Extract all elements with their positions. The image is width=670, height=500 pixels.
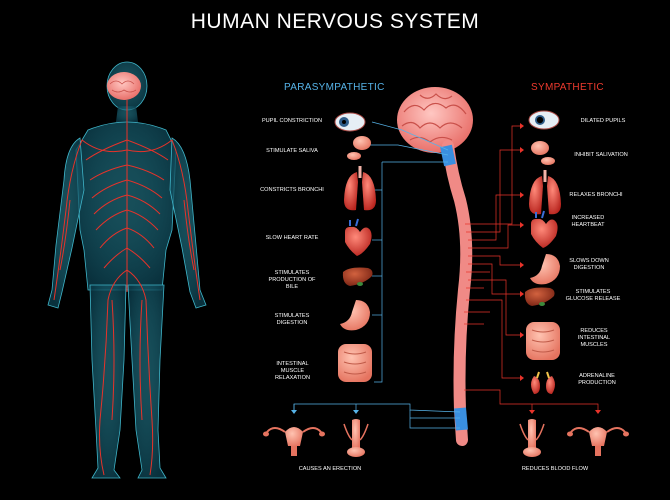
symp-eye-icon (528, 110, 560, 130)
para-liver-icon (342, 267, 373, 286)
para-label-erection: CAUSES AN ERECTION (298, 466, 362, 472)
sympathetic-connectors (464, 125, 599, 412)
symp-label-adrenaline: ADRENALINE PRODUCTION (578, 373, 616, 386)
symp-label-bloodflow: REDUCES BLOOD FLOW (521, 466, 589, 472)
symp-kidneys-icon (531, 371, 555, 394)
symp-label-intestinal: REDUCES INTESTINAL MUSCLES (577, 328, 611, 348)
symp-female-reproductive-icon (567, 427, 629, 456)
para-label-digestion: STIMULATES DIGESTION (274, 313, 310, 326)
parasympathetic-connectors (293, 121, 461, 429)
para-male-reproductive-icon (343, 419, 369, 457)
para-eye-icon (334, 112, 366, 132)
symp-label-salivation: INHIBIT SALIVATION (574, 152, 628, 158)
para-label-pupil: PUPIL CONSTRICTION (261, 118, 323, 124)
para-heart-icon (345, 218, 372, 256)
symp-stomach-icon (530, 254, 560, 285)
page-title: HUMAN NERVOUS SYSTEM (190, 10, 480, 33)
para-label-intestinal: INTESTINAL MUSCLE RELAXATION (274, 361, 311, 381)
symp-intestines-icon (526, 322, 560, 360)
symp-label-pupils: DILATED PUPILS (580, 118, 626, 124)
symp-lungs-icon (529, 170, 561, 215)
symp-heart-icon (531, 210, 558, 248)
symp-label-bronchi: RELAXES BRONCHI (569, 192, 623, 198)
para-label-bronchi: CONSTRICTS BRONCHI (260, 187, 324, 193)
para-label-heart: SLOW HEART RATE (265, 235, 319, 241)
human-body-figure (47, 61, 207, 479)
para-female-reproductive-icon (263, 427, 325, 456)
parasympathetic-heading: PARASYMPATHETIC (284, 82, 385, 93)
para-lungs-icon (344, 166, 376, 211)
symp-label-digestion: SLOWS DOWN DIGESTION (569, 258, 609, 271)
spinal-cord (440, 140, 473, 446)
sympathetic-heading: SYMPATHETIC (531, 82, 604, 93)
symp-salivary-gland-icon (531, 141, 555, 165)
symp-male-reproductive-icon (519, 419, 545, 457)
para-label-saliva: STIMULATE SALIVA (266, 148, 318, 154)
symp-label-glucose: STIMULATES GLUCOSE RELEASE (565, 289, 621, 302)
central-brain (397, 87, 473, 153)
para-intestines-icon (338, 344, 372, 382)
para-salivary-gland-icon (347, 136, 371, 160)
para-stomach-icon (340, 300, 370, 331)
symp-liver-icon (524, 287, 555, 306)
symp-label-heartbeat: INCREASED HEARTBEAT (571, 215, 605, 228)
para-label-bile: STIMULATES PRODUCTION OF BILE (268, 270, 316, 290)
